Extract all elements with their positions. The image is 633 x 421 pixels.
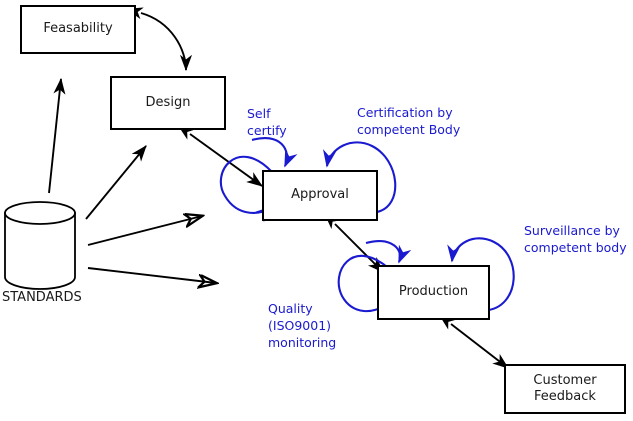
annotation-self-certify: Self certify <box>247 106 287 138</box>
node-customer-feedback[interactable]: Customer Feedback <box>504 364 626 414</box>
loop-surveillance <box>447 237 515 312</box>
annotation-surveillance-by-competent-body: Surveillance by competent body <box>524 223 627 255</box>
edge-design-approval <box>177 125 263 187</box>
edge-feasability-design <box>126 7 193 72</box>
edge-standards-design <box>85 145 147 220</box>
edge-standards-feasability <box>48 77 66 194</box>
node-feasability[interactable]: Feasability <box>20 5 136 54</box>
node-standards-label: STANDARDS <box>2 290 82 305</box>
loop-self-certify <box>219 155 274 223</box>
edge-production-customer-feedback <box>438 314 509 369</box>
edge-standards-production <box>87 267 216 283</box>
loop-certification <box>323 141 397 214</box>
node-design[interactable]: Design <box>110 76 226 130</box>
edge-standards-approval <box>87 216 202 246</box>
annotation-quality-iso9001-monitoring: Quality (ISO9001) monitoring <box>268 301 337 350</box>
standards-cylinder-shape <box>4 201 76 290</box>
node-approval[interactable]: Approval <box>262 170 378 221</box>
loop-quality-monitoring <box>337 254 388 313</box>
edge-approval-production <box>324 213 384 273</box>
annotation-certification-by-competent-body: Certification by competent Body <box>357 105 461 137</box>
loop-self-certify-head <box>251 137 298 168</box>
node-production[interactable]: Production <box>377 265 490 320</box>
loop-quality-monitoring-head <box>365 240 412 264</box>
